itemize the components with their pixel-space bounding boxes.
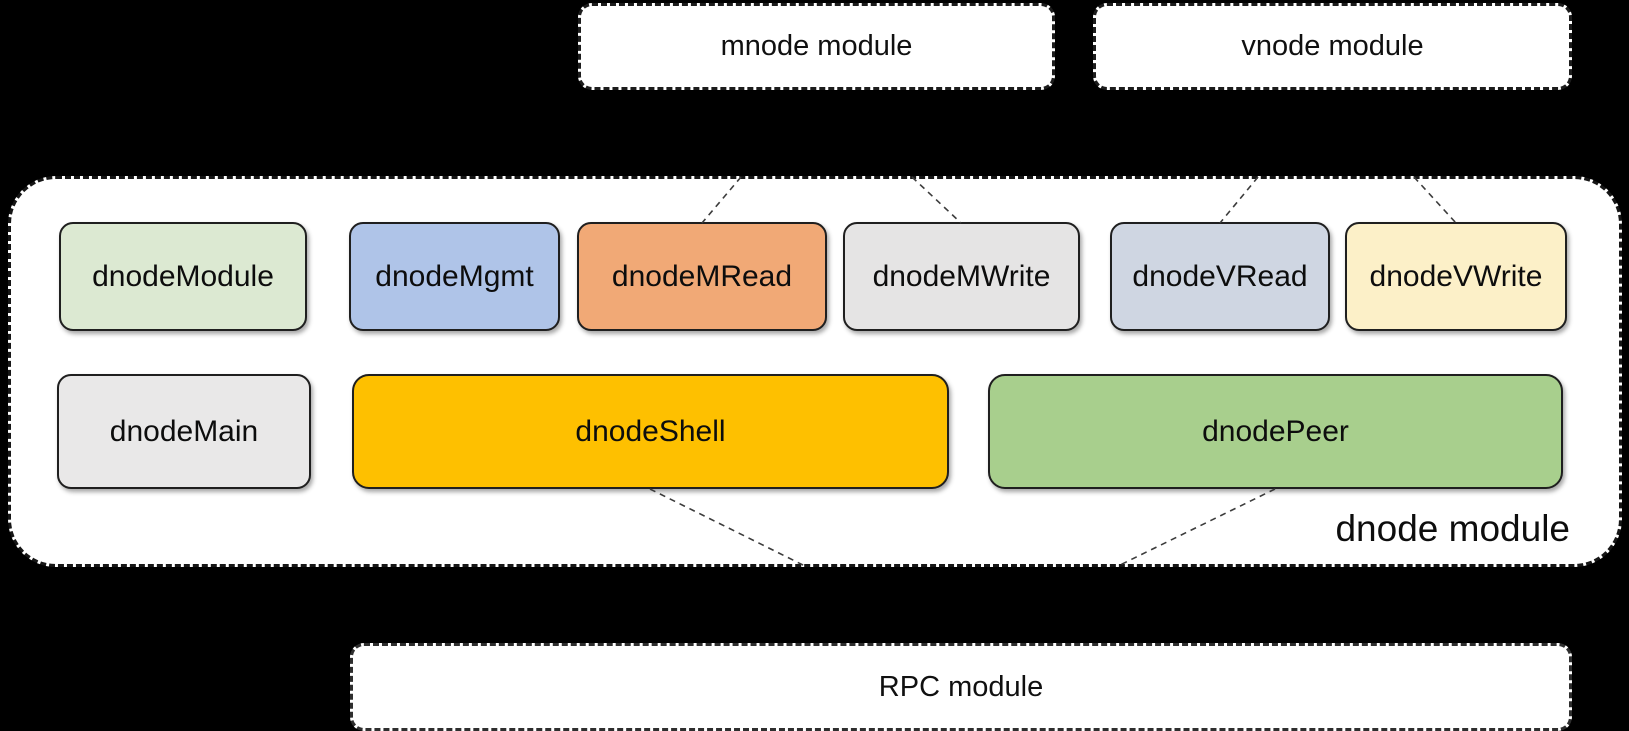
dnode-module-label: dnode module <box>1335 508 1570 549</box>
box-dnodeMRead-label: dnodeMRead <box>611 259 793 293</box>
rpc-module-box: RPC module <box>350 643 1572 731</box>
box-dnodeMgmt: dnodeMgmt <box>349 222 560 331</box>
box-dnodeMWrite: dnodeMWrite <box>843 222 1080 331</box>
box-dnodePeer-label: dnodePeer <box>1202 414 1349 448</box>
box-dnodeModule: dnodeModule <box>59 222 307 331</box>
box-dnodeMain-label: dnodeMain <box>109 414 259 448</box>
box-dnodeVRead: dnodeVRead <box>1110 222 1330 331</box>
vnode-module-box: vnode module <box>1093 3 1572 90</box>
box-dnodeVWrite-label: dnodeVWrite <box>1369 259 1543 293</box>
box-dnodeModule-label: dnodeModule <box>92 259 274 293</box>
vnode-module-label: vnode module <box>1241 30 1424 62</box>
box-dnodeMWrite-label: dnodeMWrite <box>872 259 1051 293</box>
box-dnodeMain: dnodeMain <box>57 374 311 489</box>
box-dnodeShell: dnodeShell <box>352 374 949 489</box>
box-dnodeMRead: dnodeMRead <box>577 222 827 331</box>
box-dnodeVRead-label: dnodeVRead <box>1132 259 1308 293</box>
box-dnodeShell-label: dnodeShell <box>575 414 726 448</box>
box-dnodePeer: dnodePeer <box>988 374 1563 489</box>
rpc-module-label: RPC module <box>878 670 1044 703</box>
mnode-module-label: mnode module <box>720 30 913 62</box>
box-dnodeVWrite: dnodeVWrite <box>1345 222 1567 331</box>
box-dnodeMgmt-label: dnodeMgmt <box>375 259 534 293</box>
mnode-module-box: mnode module <box>578 3 1055 90</box>
